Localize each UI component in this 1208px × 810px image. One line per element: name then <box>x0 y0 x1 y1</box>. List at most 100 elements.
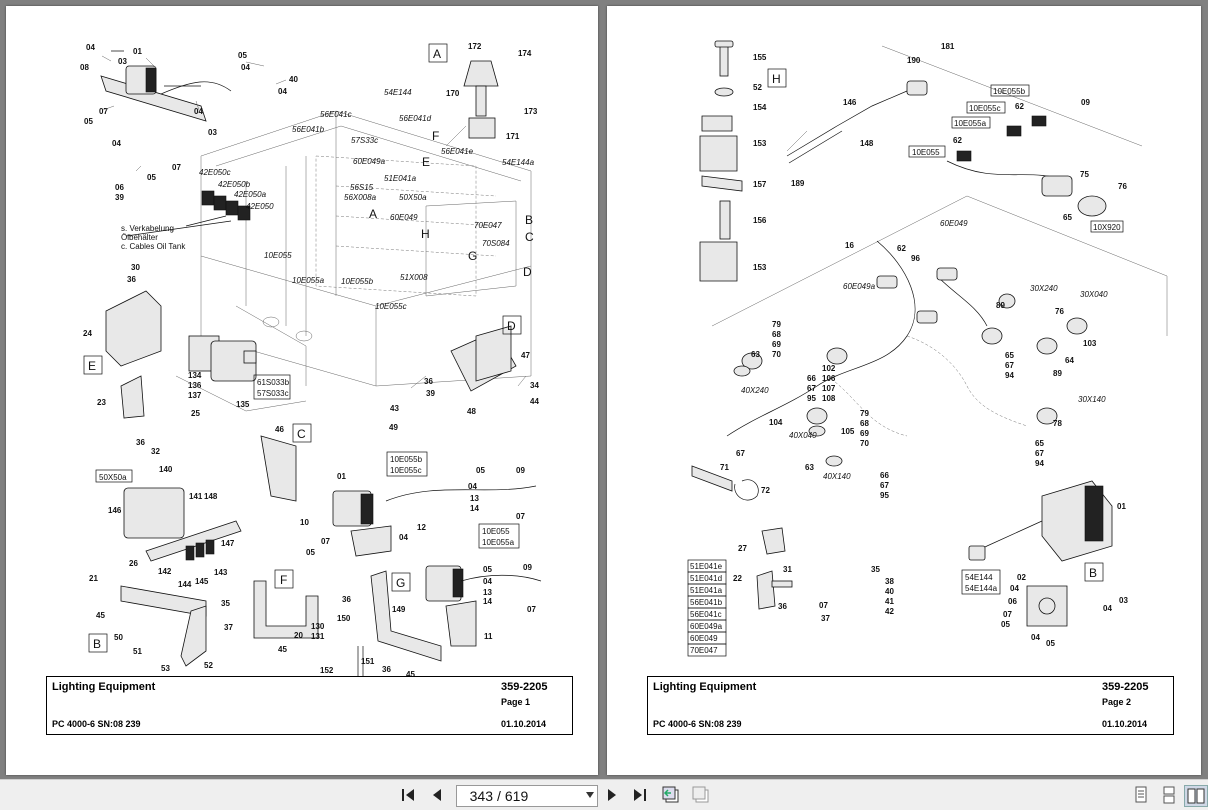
svg-text:94: 94 <box>1035 459 1044 468</box>
svg-text:70S084: 70S084 <box>482 239 510 248</box>
lamp-assembly-center <box>332 485 537 557</box>
svg-text:60E049a: 60E049a <box>843 282 876 291</box>
svg-text:02: 02 <box>1017 573 1026 582</box>
svg-text:04: 04 <box>112 139 121 148</box>
svg-text:F: F <box>432 129 439 143</box>
svg-text:45: 45 <box>96 611 105 620</box>
svg-text:69: 69 <box>860 429 869 438</box>
svg-text:41: 41 <box>885 597 894 606</box>
svg-text:40X040: 40X040 <box>789 431 817 440</box>
svg-text:51: 51 <box>133 647 142 656</box>
page-number-field[interactable]: 343 / 619 <box>456 785 598 807</box>
svg-text:04: 04 <box>1031 633 1040 642</box>
svg-text:20: 20 <box>294 631 303 640</box>
single-page-view-button[interactable] <box>1130 785 1152 805</box>
svg-text:05: 05 <box>476 466 485 475</box>
svg-text:B: B <box>93 637 101 651</box>
detail-c <box>260 435 297 502</box>
svg-text:05: 05 <box>84 117 93 126</box>
connector-bank-42e050 <box>125 190 251 237</box>
svg-text:141: 141 <box>189 492 203 501</box>
svg-text:01: 01 <box>337 472 346 481</box>
svg-text:30X040: 30X040 <box>1080 290 1108 299</box>
svg-text:60E049: 60E049 <box>940 219 968 228</box>
svg-text:60E049: 60E049 <box>390 213 418 222</box>
svg-text:174: 174 <box>518 49 532 58</box>
svg-text:36: 36 <box>342 595 351 604</box>
svg-text:05: 05 <box>306 548 315 557</box>
svg-text:135: 135 <box>236 400 250 409</box>
svg-text:140: 140 <box>159 465 173 474</box>
svg-text:24: 24 <box>83 329 92 338</box>
svg-text:10E055a: 10E055a <box>482 538 515 547</box>
svg-text:67: 67 <box>1005 361 1014 370</box>
svg-text:05: 05 <box>1001 620 1010 629</box>
detail-switch-25 <box>188 335 257 382</box>
svg-text:78: 78 <box>1053 419 1062 428</box>
svg-text:137: 137 <box>188 391 202 400</box>
svg-text:147: 147 <box>221 539 235 548</box>
svg-text:32: 32 <box>151 447 160 456</box>
chevron-down-icon[interactable] <box>586 792 594 798</box>
bracket-g <box>357 570 442 676</box>
box-50x50a <box>123 487 242 562</box>
continuous-view-button[interactable] <box>1158 785 1180 805</box>
current-page[interactable]: 343 <box>469 788 493 804</box>
svg-text:45: 45 <box>278 645 287 654</box>
svg-text:62: 62 <box>1015 102 1024 111</box>
svg-text:09: 09 <box>516 466 525 475</box>
svg-text:01: 01 <box>1117 502 1126 511</box>
svg-text:46: 46 <box>275 425 284 434</box>
continuous-view-icon <box>1163 786 1175 804</box>
svg-text:05: 05 <box>147 173 156 182</box>
facing-pages-view-button[interactable] <box>1184 785 1208 807</box>
svg-text:40X240: 40X240 <box>741 386 769 395</box>
svg-text:52: 52 <box>204 661 213 670</box>
svg-text:104: 104 <box>769 418 783 427</box>
svg-text:36: 36 <box>778 602 787 611</box>
svg-text:03: 03 <box>208 128 217 137</box>
previous-page-button[interactable] <box>426 785 448 805</box>
svg-text:48: 48 <box>467 407 476 416</box>
svg-text:06: 06 <box>1008 597 1017 606</box>
svg-text:42: 42 <box>885 607 894 616</box>
svg-text:95: 95 <box>880 491 889 500</box>
go-back-view-button[interactable] <box>660 785 682 805</box>
svg-text:89: 89 <box>1053 369 1062 378</box>
svg-text:50X50a: 50X50a <box>99 473 127 482</box>
svg-text:107: 107 <box>822 384 836 393</box>
svg-text:154: 154 <box>753 103 767 112</box>
document-number: 359-2205 <box>501 681 548 693</box>
svg-text:54E144a: 54E144a <box>965 584 998 593</box>
boxed-labels-page-2: 10E055b 10E055c 10E055a 10E055 10X920 54… <box>687 84 1124 657</box>
svg-text:149: 149 <box>392 605 406 614</box>
svg-text:39: 39 <box>426 389 435 398</box>
first-page-button[interactable] <box>398 785 420 805</box>
navigation-toolbar: 343 / 619 <box>0 779 1208 810</box>
next-page-icon <box>608 789 616 801</box>
svg-text:68: 68 <box>772 330 781 339</box>
last-page-button[interactable] <box>628 785 650 805</box>
svg-text:C: C <box>525 230 534 244</box>
svg-text:70: 70 <box>772 350 781 359</box>
total-pages: 619 <box>504 788 529 804</box>
svg-text:37: 37 <box>821 614 830 623</box>
svg-text:62: 62 <box>897 244 906 253</box>
go-forward-view-button[interactable] <box>690 785 712 805</box>
svg-text:181: 181 <box>941 42 955 51</box>
svg-text:14: 14 <box>483 597 492 606</box>
svg-text:30X140: 30X140 <box>1078 395 1106 404</box>
svg-text:67: 67 <box>736 449 745 458</box>
svg-text:26: 26 <box>129 559 138 568</box>
svg-text:63: 63 <box>751 350 760 359</box>
svg-text:146: 146 <box>108 506 122 515</box>
next-page-button[interactable] <box>601 785 623 805</box>
svg-text:56E041e: 56E041e <box>441 147 474 156</box>
svg-text:07: 07 <box>527 605 536 614</box>
svg-text:07: 07 <box>1003 610 1012 619</box>
svg-text:66: 66 <box>880 471 889 480</box>
section-letters: A E D C F G B <box>83 43 522 653</box>
